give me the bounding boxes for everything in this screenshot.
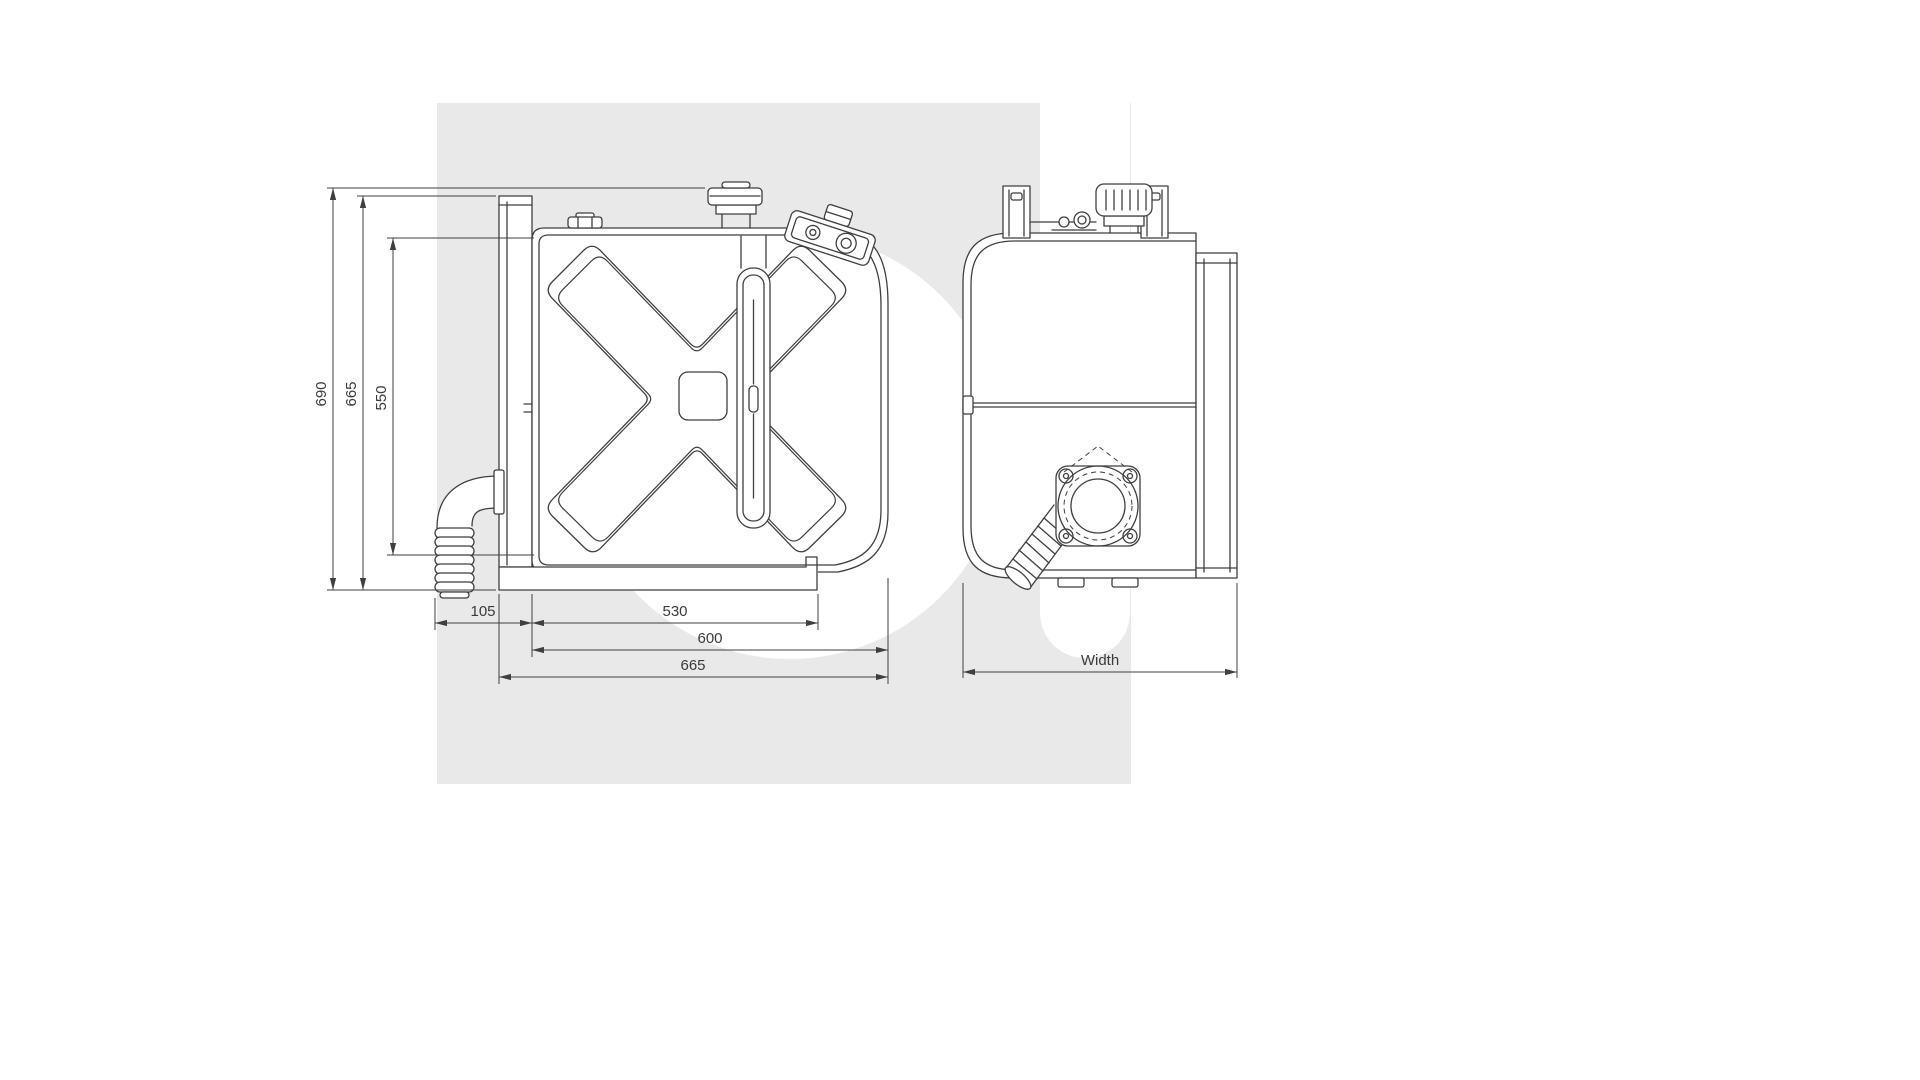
- dimension-label-side-width: Width: [1081, 652, 1119, 669]
- front-view: [434, 181, 889, 599]
- dimension-label-width-overall: 665: [680, 657, 705, 674]
- side-bracket-left: [1002, 185, 1031, 239]
- filler-cap: [707, 181, 763, 229]
- dimension-label-width-body: 600: [697, 630, 722, 647]
- dimensions: 690 665 550 105 530 600: [313, 187, 1238, 684]
- dimension-label-height-overall: 690: [313, 381, 330, 406]
- vent-cap: [567, 212, 603, 229]
- dimension-label-width-inner: 530: [662, 603, 687, 620]
- x-recess: [547, 245, 847, 553]
- logo-stem-end: [1040, 568, 1130, 658]
- dimension-width-inner: 530: [532, 594, 819, 630]
- dimension-width-overall: 665: [498, 594, 888, 684]
- dimension-height-inner: 550: [373, 237, 534, 556]
- side-cap: [1095, 183, 1153, 234]
- side-feet: [1057, 577, 1139, 588]
- dimension-label-height-inner: 550: [373, 385, 390, 410]
- dimension-width-body: 600: [532, 578, 889, 684]
- side-vent: [1029, 211, 1097, 231]
- bottom-bracket-foot: [498, 556, 818, 591]
- dimension-side-width: Width: [962, 583, 1238, 678]
- dimension-height-overall: 690: [313, 187, 705, 591]
- outlet-valve: [784, 203, 876, 266]
- dimension-label-height-body: 665: [343, 381, 360, 406]
- dimension-height-body: 665: [343, 195, 496, 590]
- side-mounting-plate: [1195, 252, 1238, 579]
- x-recess-inner: [558, 256, 836, 542]
- outlet-flange: [1055, 445, 1141, 547]
- side-view: [962, 183, 1238, 590]
- dimension-label-offset-left: 105: [470, 603, 495, 620]
- handle: [736, 235, 771, 529]
- center-plate: [678, 371, 728, 421]
- x-recess-outer: [547, 245, 847, 553]
